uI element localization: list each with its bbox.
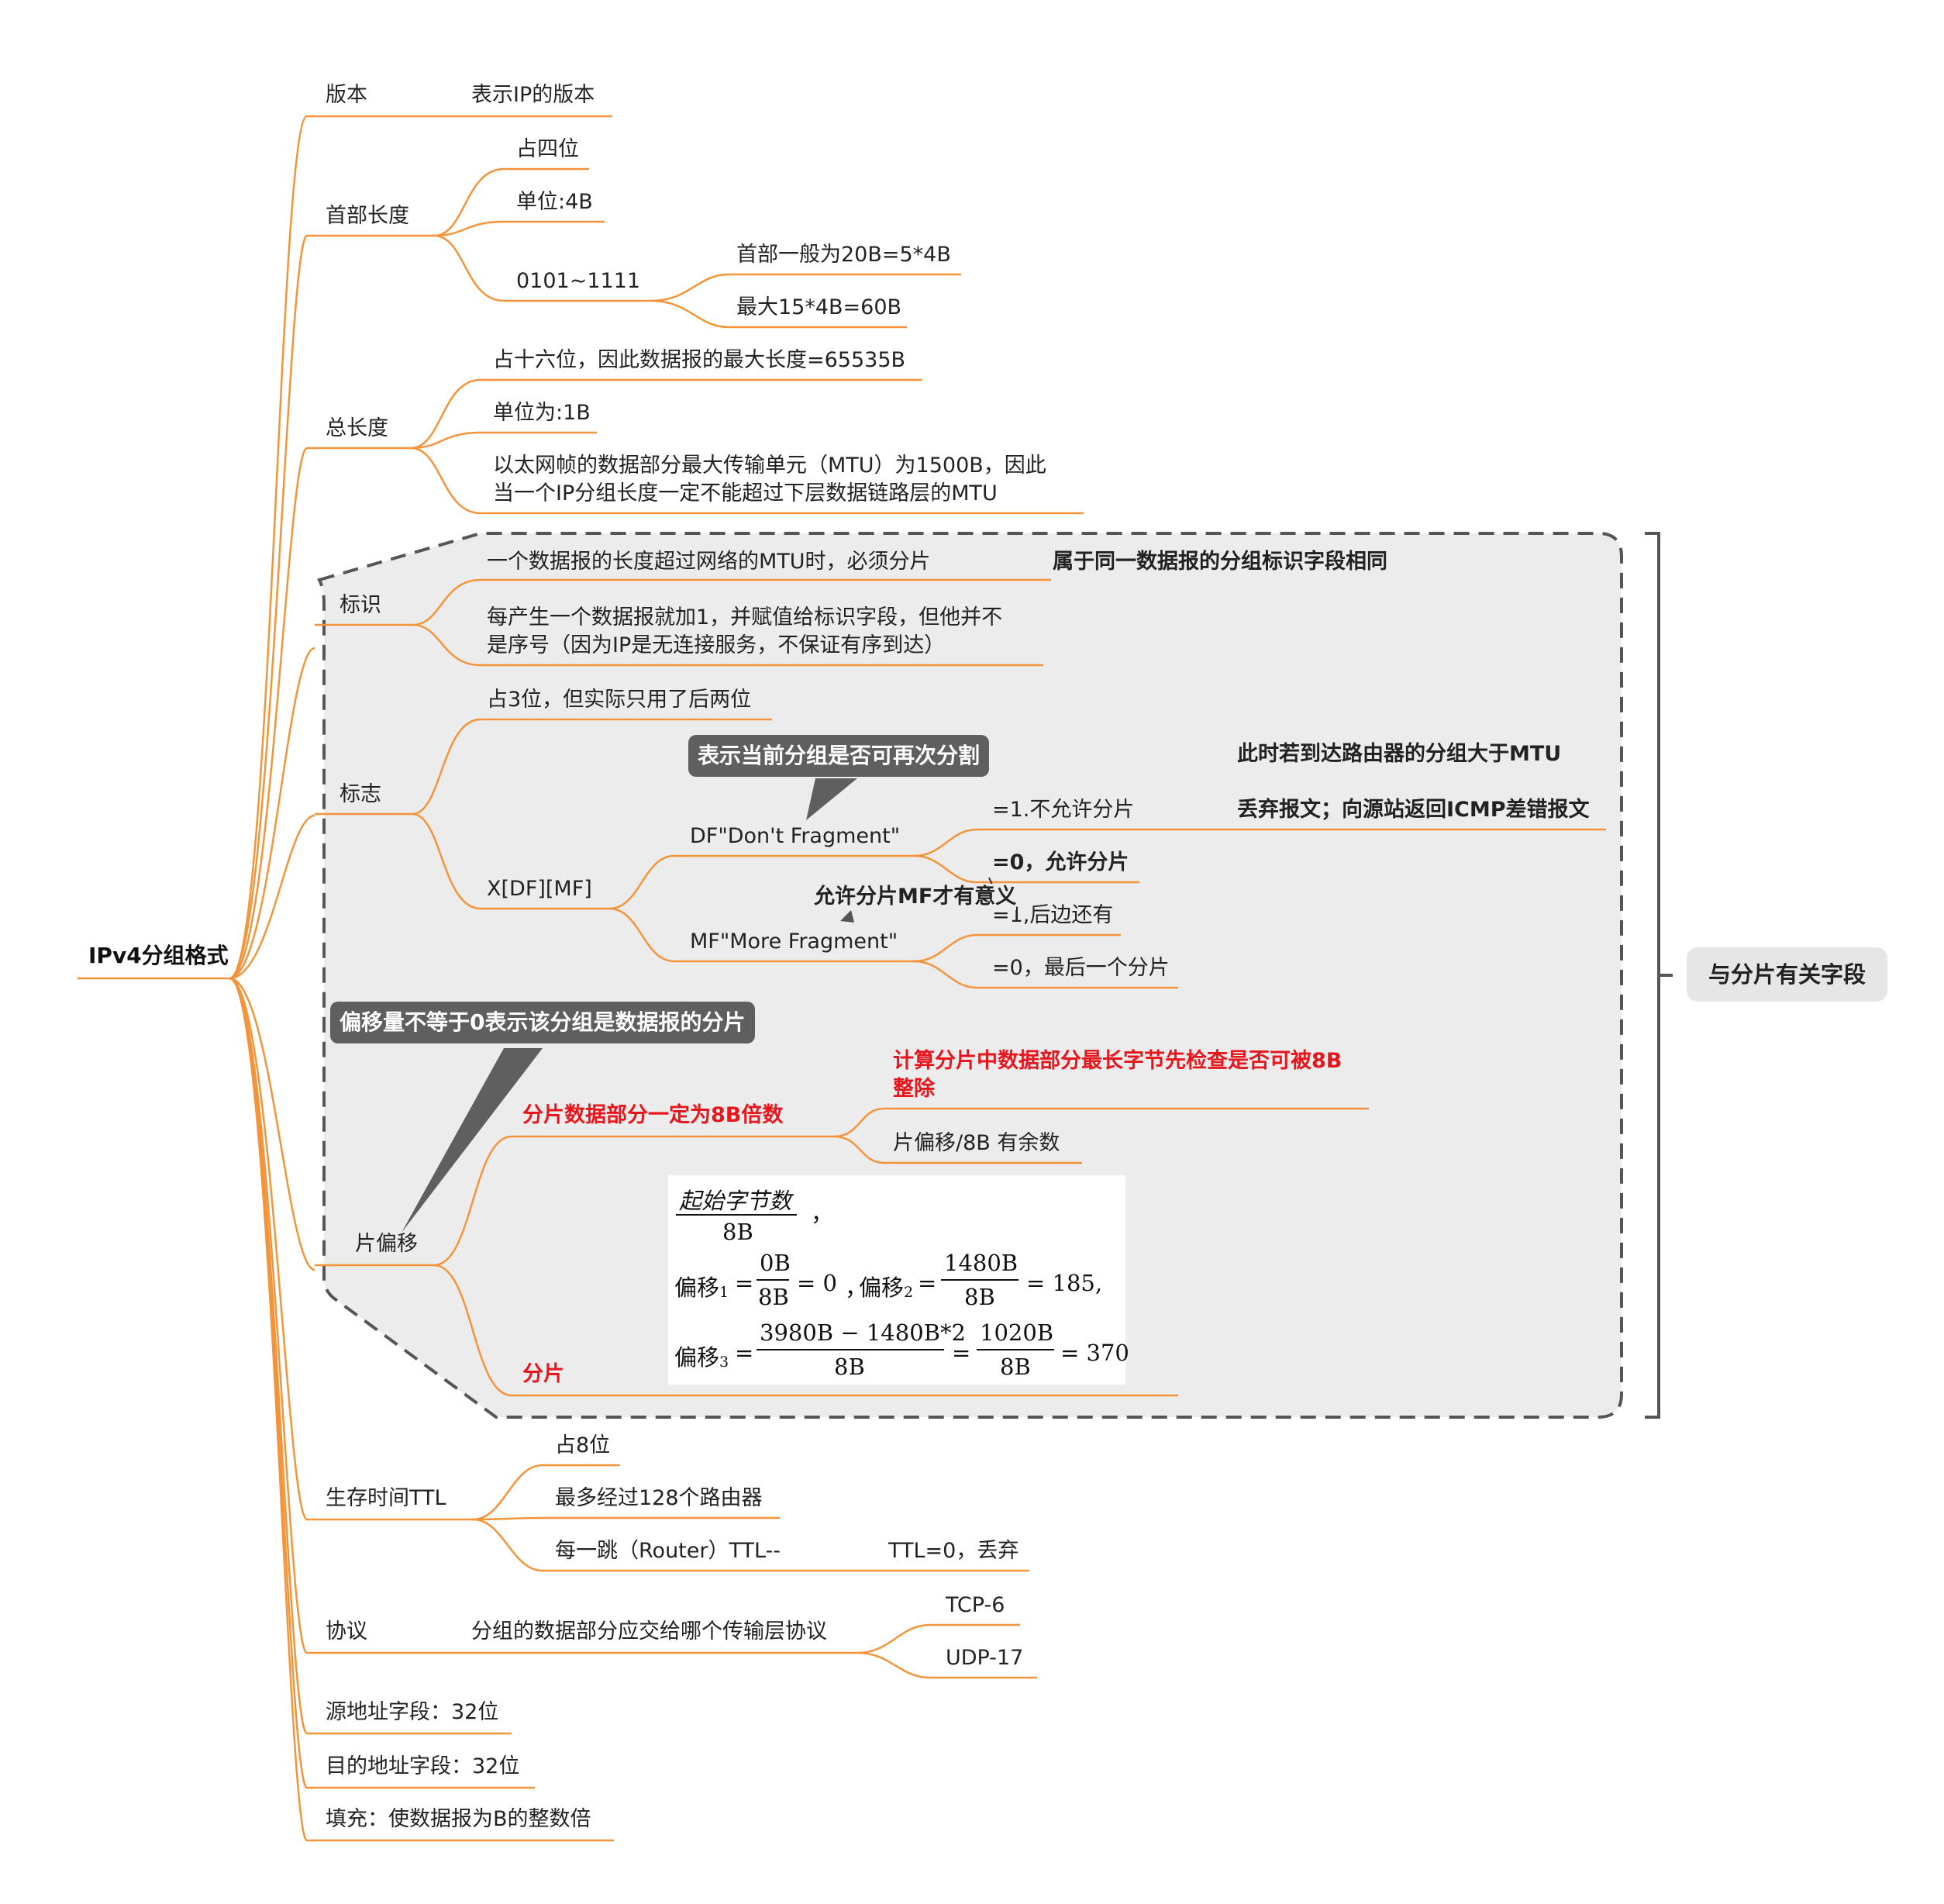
node-flags[interactable]: 标志 [340, 782, 381, 806]
formula-eq370: = 370 [1060, 1340, 1129, 1366]
formula-0b: 0B [760, 1250, 791, 1276]
node-header-unit[interactable]: 单位:4B [516, 190, 593, 214]
formula-offset3: 偏移 [674, 1344, 720, 1371]
node-protocol[interactable]: 协议 [326, 1619, 367, 1644]
formula-offset2: 偏移 [859, 1275, 905, 1301]
formula-eq3: = [735, 1340, 754, 1366]
offset-callout-pointer [402, 1048, 543, 1233]
formula-comma: ， [811, 1200, 834, 1226]
node-mf-last[interactable]: =0，最后一个分片 [992, 956, 1170, 980]
node-id-mtu[interactable]: 一个数据报的长度超过网络的MTU时，必须分片 [487, 550, 931, 574]
node-destination-address[interactable]: 目的地址字段：32位 [326, 1754, 520, 1778]
formula-start-bytes: 起始字节数 [679, 1188, 792, 1214]
df-callout: 表示当前分组是否可再次分割 [688, 735, 990, 777]
node-mf[interactable]: MF"More Fragment" [690, 930, 898, 954]
node-ttl-max[interactable]: 最多经过128个路由器 [555, 1486, 763, 1510]
node-ttl-zero[interactable]: TTL=0，丢弃 [888, 1539, 1019, 1563]
node-id-increment-line1[interactable]: 每产生一个数据报就加1，并赋值给标识字段，但他并不 [487, 605, 1003, 629]
formula-1480b: 1480B [944, 1250, 1019, 1276]
node-version[interactable]: 版本 [326, 83, 367, 107]
node-df-no[interactable]: =1.不允许分片 [992, 798, 1135, 822]
summary-node[interactable]: 与分片有关字段 [1687, 947, 1888, 1002]
offset-callout: 偏移量不等于0表示该分组是数据报的分片 [330, 1002, 755, 1043]
node-protocol-tcp[interactable]: TCP-6 [946, 1593, 1005, 1617]
formula-8b: 8B [834, 1354, 865, 1380]
node-total-bits[interactable]: 占十六位，因此数据报的最大长度=65535B [493, 348, 906, 372]
formula-fraction-bar [941, 1279, 1019, 1281]
node-offset-remainder[interactable]: 片偏移/8B 有余数 [893, 1131, 1060, 1155]
node-flags-bits[interactable]: 占3位，但实际只用了后两位 [487, 688, 752, 712]
formula-fraction-bar [676, 1214, 797, 1216]
node-identification[interactable]: 标识 [340, 593, 381, 617]
node-ttl[interactable]: 生存时间TTL [326, 1486, 446, 1510]
formula-comma: ， [845, 1275, 868, 1301]
node-offset-check-line1[interactable]: 计算分片中数据部分最长字节先检查是否可被8B [893, 1049, 1343, 1073]
node-total-unit[interactable]: 单位为:1B [493, 401, 591, 425]
node-df-yes[interactable]: =0，允许分片 [992, 850, 1129, 874]
node-protocol-desc[interactable]: 分组的数据部分应交给哪个传输层协议 [471, 1619, 827, 1644]
formula-3980b: 3980B − 1480B*2 [760, 1319, 966, 1346]
formula-eq4: = [952, 1340, 971, 1366]
node-mtu-line1[interactable]: 以太网帧的数据部分最大传输单元（MTU）为1500B，因此 [493, 454, 1046, 478]
node-ttl-hop[interactable]: 每一跳（Router）TTL-- [555, 1539, 781, 1563]
formula-8b: 8B [758, 1284, 789, 1310]
node-id-same-note[interactable]: 属于同一数据报的分组标识字段相同 [1053, 550, 1387, 574]
df-note-mtu: 此时若到达路由器的分组大于MTU [1237, 742, 1562, 766]
node-id-increment-line2[interactable]: 是序号（因为IP是无连接服务，不保证有序到达） [487, 633, 946, 657]
node-protocol-udp[interactable]: UDP-17 [946, 1646, 1024, 1670]
node-flags-xdfmf[interactable]: X[DF][MF] [487, 877, 592, 901]
node-mtu-line2[interactable]: 当一个IP分组长度一定不能超过下层数据链路层的MTU [493, 481, 998, 505]
node-offset-check-line2[interactable]: 整除 [893, 1077, 935, 1101]
node-df[interactable]: DF"Don't Fragment" [690, 824, 901, 848]
formula-1020b: 1020B [980, 1319, 1054, 1346]
node-header-range[interactable]: 0101~1111 [516, 269, 641, 293]
summary-bracket [1645, 532, 1673, 1419]
formula-8b: 8B [964, 1284, 995, 1310]
formula-eq0: = 0 [797, 1270, 837, 1296]
node-fragment-example[interactable]: 分片 [522, 1362, 564, 1386]
node-version-desc[interactable]: 表示IP的版本 [471, 83, 595, 107]
df-callout-pointer [806, 778, 857, 820]
formula-sub3: 3 [719, 1354, 729, 1371]
formula-sub2: 2 [904, 1284, 914, 1301]
formula-fraction-bar [977, 1349, 1054, 1350]
formula-eq2: = [918, 1270, 937, 1296]
formula-fraction-bar [757, 1279, 789, 1281]
formula-8b: 8B [1000, 1354, 1031, 1380]
node-fragment-offset[interactable]: 片偏移 [355, 1232, 418, 1256]
offset-formula-image: 起始字节数 8B ， 偏移 1 = 0B 8B = 0 ， 偏移 2 = 148… [668, 1175, 1129, 1385]
node-header-length[interactable]: 首部长度 [326, 204, 409, 228]
node-ttl-bits[interactable]: 占8位 [555, 1433, 611, 1457]
formula-fraction-bar [757, 1349, 944, 1350]
formula-8b: 8B [722, 1219, 753, 1245]
formula-eq1: = [735, 1270, 754, 1296]
node-header-typical[interactable]: 首部一般为20B=5*4B [736, 243, 951, 267]
root-node-label[interactable]: IPv4分组格式 [88, 943, 229, 968]
formula-sub1: 1 [719, 1284, 729, 1301]
df-note-drop: 丢弃报文；向源站返回ICMP差错报文 [1237, 798, 1590, 822]
node-header-max[interactable]: 最大15*4B=60B [736, 295, 902, 319]
mf-note-marker [840, 910, 854, 923]
formula-offset1: 偏移 [674, 1275, 720, 1301]
mf-note: 允许分片MF才有意义 [814, 884, 1017, 910]
formula-eq185: = 185, [1026, 1270, 1103, 1296]
node-total-length[interactable]: 总长度 [326, 416, 388, 440]
node-source-address[interactable]: 源地址字段：32位 [326, 1700, 499, 1724]
node-header-bits[interactable]: 占四位 [516, 137, 579, 161]
fragment-related-region [317, 532, 1623, 1419]
node-offset-multiple-8[interactable]: 分片数据部分一定为8B倍数 [522, 1103, 784, 1127]
node-padding[interactable]: 填充：使数据报为B的整数倍 [326, 1807, 591, 1831]
